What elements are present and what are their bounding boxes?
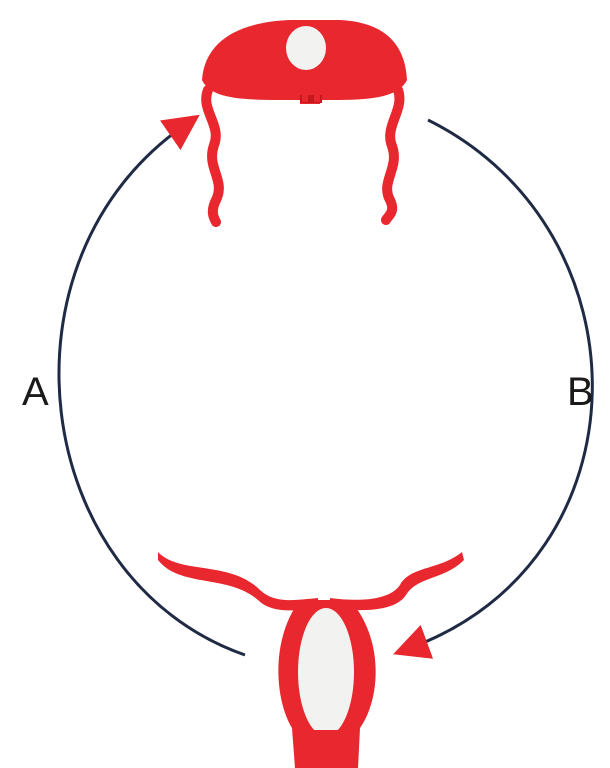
label-a: A — [22, 372, 49, 412]
bottom-structure-icon — [158, 552, 464, 768]
label-b: B — [567, 372, 594, 412]
top-structure-icon — [202, 20, 407, 222]
